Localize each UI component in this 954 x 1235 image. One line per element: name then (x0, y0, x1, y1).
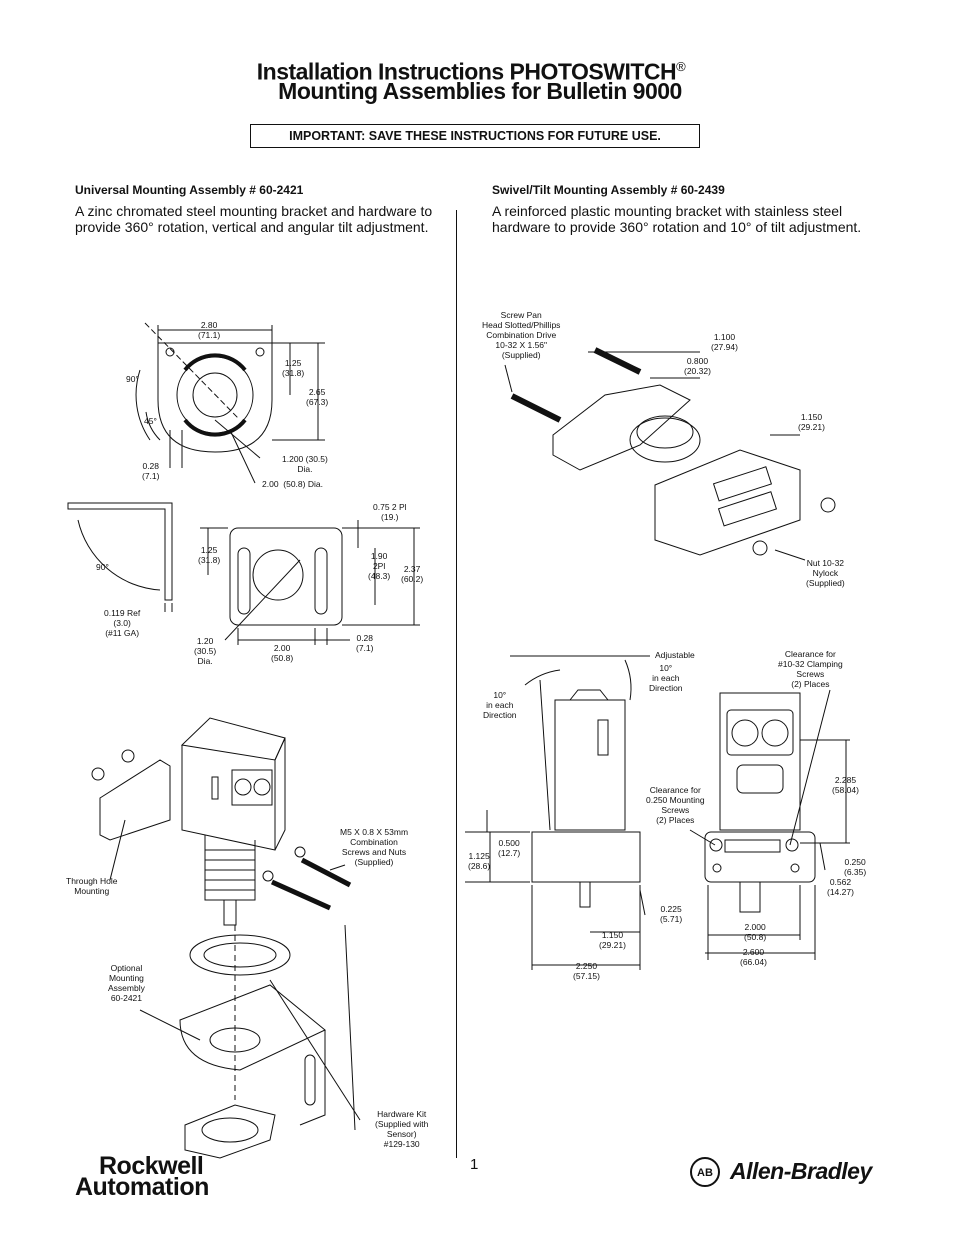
dim-label: 1.20 (30.5) Dia. (194, 636, 217, 666)
dim-label: 1.25 (31.8) (282, 358, 305, 378)
angle-label: 90° (96, 562, 109, 572)
page-title-line2: Mounting Assemblies for Bulletin 9000 (278, 78, 682, 104)
dim-label: 0.250 (6.35) (844, 857, 867, 877)
tilt-label: 10° in each Direction (483, 690, 517, 720)
column-divider (456, 210, 457, 1158)
dim-label: 2.00 (50.8) Dia. (262, 479, 323, 489)
dim-label: 1.90 2Pl (48.3) (368, 551, 391, 581)
dim-label: 2.65 (67.3) (306, 387, 329, 407)
screws-callout: M5 X 0.8 X 53mm Combination Screws and N… (340, 827, 409, 867)
dim-label: 0.500 (12.7) (498, 838, 521, 858)
registered-mark: ® (676, 59, 686, 74)
swivel-heading: Swivel/Tilt Mounting Assembly # 60-2439 (492, 183, 725, 197)
screw-callout: Screw Pan Head Slotted/Phillips Combinat… (482, 310, 561, 360)
dim-label: 0.75 2 Pl (19.) (373, 502, 407, 522)
universal-description: A zinc chromated steel mounting bracket … (75, 203, 433, 235)
dim-label: 2.285 (58.04) (832, 775, 859, 795)
through-hole-callout: Through Hole Mounting (66, 876, 118, 896)
mount-clearance-callout: Clearance for 0.250 Mounting Screws (2) … (646, 785, 705, 825)
swivel-front-view (689, 689, 850, 960)
dim-label: 1.150 (29.21) (798, 412, 825, 432)
dim-label: 2.80 (71.1) (198, 320, 221, 340)
rockwell-line1: Rockwell (99, 1152, 204, 1180)
dim-label: 2.37 (60.2) (401, 564, 424, 584)
universal-heading: Universal Mounting Assembly # 60-2421 (75, 183, 304, 197)
nut-callout: Nut 10-32 Nylock (Supplied) (806, 558, 845, 588)
dim-label: 0.562 (14.27) (827, 877, 854, 897)
hardware-kit-callout: Hardware Kit (Supplied with Sensor) #129… (375, 1109, 429, 1149)
tilt-label: 10° in each Direction (649, 663, 683, 693)
dim-label: 0.28 (7.1) (356, 633, 374, 653)
dim-label: 2.250 (57.15) (573, 961, 600, 981)
swivel-side-view (465, 655, 650, 970)
dim-label: 1.200 (30.5) Dia. (282, 454, 328, 474)
dim-label: 1.150 (29.21) (599, 930, 626, 950)
title-text: Installation Instructions PHOTOSWITCH (256, 58, 677, 85)
rockwell-line2: Automation (75, 1173, 209, 1201)
dim-label: 0.28 (7.1) (142, 461, 160, 481)
universal-bracket-plan (135, 322, 325, 484)
dim-label: 2.000 (50.8) (744, 922, 767, 942)
universal-bracket-side (67, 502, 173, 612)
dim-label: 2.600 (66.04) (740, 947, 767, 967)
page-number: 1 (470, 1156, 479, 1173)
angle-label: 45° (144, 416, 157, 426)
dim-label: 0.225 (5.71) (660, 904, 683, 924)
dim-label: 0.119 Ref (3.0) (#11 GA) (104, 608, 141, 638)
angle-label: 90° (126, 374, 139, 384)
optional-assembly-callout: Optional Mounting Assembly 60-2421 (108, 963, 145, 1003)
important-notice: IMPORTANT: SAVE THESE INSTRUCTIONS FOR F… (250, 124, 700, 148)
allen-bradley-name: Allen-Bradley (730, 1158, 872, 1184)
dim-label: 1.100 (27.94) (711, 332, 738, 352)
page-title-line1: Installation Instructions PHOTOSWITCH® (0, 54, 948, 85)
rockwell-logo: Rockwell Automation (75, 1152, 209, 1201)
clamp-clearance-callout: Clearance for #10-32 Clamping Screws (2)… (778, 649, 843, 689)
universal-bracket-flat (200, 520, 420, 645)
allen-bradley-logo-icon: AB (690, 1157, 720, 1187)
dim-label: 1.125 (28.6) (468, 851, 491, 871)
dim-label: 1.25 (31.8) (198, 545, 221, 565)
dim-label: 0.800 (20.32) (684, 356, 711, 376)
swivel-description: A reinforced plastic mounting bracket wi… (492, 203, 862, 235)
sensor-exploded-view (91, 717, 361, 1159)
adjustable-label: Adjustable (655, 650, 695, 660)
swivel-exploded-view (504, 347, 836, 561)
dim-label: 2.00 (50.8) (271, 643, 294, 663)
